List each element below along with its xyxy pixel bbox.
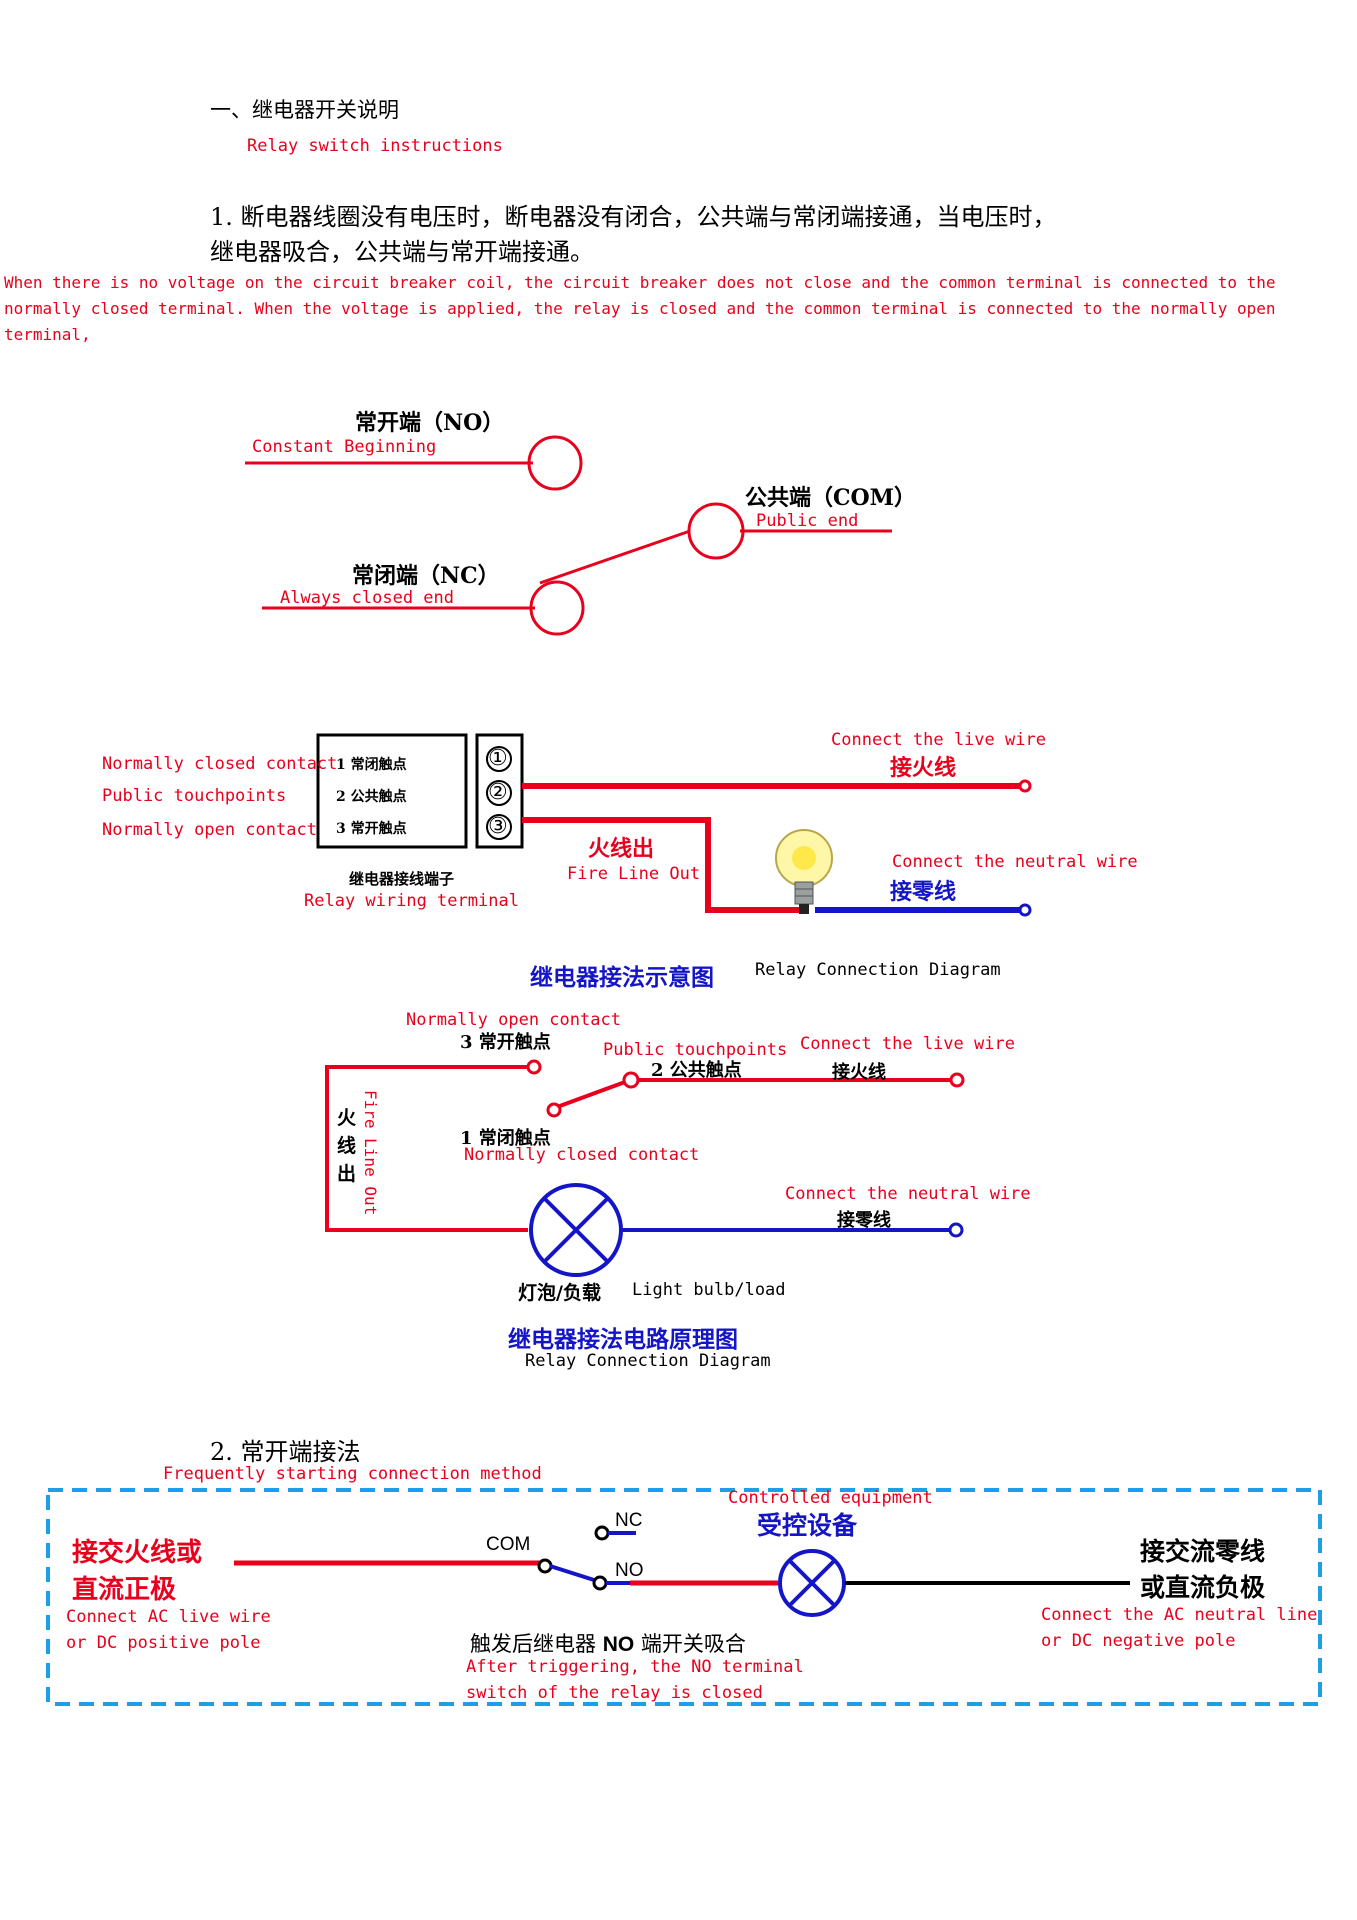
heading-1-en: Relay switch instructions: [247, 136, 503, 156]
left-source-cn-1: 接交火线或: [72, 1538, 203, 1568]
para-1-en-line-1: When there is no voltage on the circuit …: [4, 273, 1276, 292]
no-contact-en: Normally open contact: [102, 820, 317, 840]
diagram-2-title-en: Relay Connection Diagram: [755, 960, 1001, 980]
no-contact-cn-2: 3 常开触点: [460, 1032, 551, 1053]
neutral-wire-cn-2: 接零线: [837, 1210, 891, 1231]
terminal-title-cn: 继电器接线端子: [349, 870, 455, 888]
com-contact-cn-2: 2 公共触点: [651, 1060, 742, 1081]
light-bulb-icon: [775, 829, 833, 914]
terminal-number-1: ①: [488, 746, 508, 771]
no-terminal-label: 常开端（NO）: [355, 410, 505, 436]
com-contact-icon: [687, 502, 745, 560]
controlled-device-cn: 受控设备: [757, 1511, 858, 1540]
diagram-3-title-cn: 继电器接法电路原理图: [508, 1326, 738, 1353]
com-terminal-icon-2: [537, 1558, 553, 1574]
bottom-caption-cn-no: NO: [602, 1633, 635, 1656]
para-1-en-line-2: normally closed terminal. When the volta…: [4, 299, 1276, 318]
left-source-cn-2: 直流正极: [72, 1575, 177, 1605]
para-1-cn-line-1: 1. 断电器线圈没有电压时，断电器没有闭合，公共端与常闭端接通，当电压时，: [210, 203, 1057, 231]
normally-open-wiring-diagram: [46, 1488, 1322, 1706]
terminal-row-3: 3 常开触点: [336, 821, 407, 837]
nc-label: NC: [615, 1510, 643, 1531]
neutral-wire-cn: 接零线: [890, 879, 957, 905]
left-source-en-2: or DC positive pole: [66, 1633, 261, 1653]
fire-out-cn-vertical: 火线出: [337, 1107, 357, 1185]
com-contact-en: Public touchpoints: [102, 786, 287, 806]
heading-2-en: Frequently starting connection method: [163, 1464, 542, 1484]
relay-circuit-schematic: [325, 1059, 965, 1277]
live-wire-cn-2: 接火线: [832, 1062, 886, 1083]
nc-contact-en-2: Normally closed contact: [464, 1145, 700, 1165]
terminal-number-box: [475, 733, 524, 849]
controlled-device-en: Controlled equipment: [728, 1488, 933, 1508]
terminal-number-3: ③: [488, 814, 508, 839]
bottom-caption-cn: 触发后继电器 NO 端开关吸合: [470, 1628, 746, 1658]
no-terminal-icon-2: [592, 1575, 608, 1591]
com-terminal-label: 公共端（COM）: [745, 485, 917, 511]
relay-connection-diagram: [316, 733, 1032, 917]
lamp-load-icon: [529, 1183, 623, 1277]
com-terminal-icon: [622, 1071, 640, 1089]
nc-contact-cn-2: 1 常闭触点: [460, 1128, 551, 1149]
controlled-device-icon: [778, 1549, 846, 1617]
no-contact-icon: [527, 435, 583, 491]
right-return-en-2: or DC negative pole: [1041, 1631, 1236, 1651]
no-terminal-icon: [526, 1059, 542, 1075]
no-contact-en-2: Normally open contact: [406, 1010, 621, 1030]
relay-contacts-diagram: [245, 435, 892, 636]
nc-contact-en: Normally closed contact: [102, 754, 338, 774]
dashed-frame: [46, 1488, 1322, 1706]
diagram-2-title-cn: 继电器接法示意图: [530, 964, 714, 991]
diagram-3-title-en: Relay Connection Diagram: [525, 1351, 771, 1371]
terminal-row-2: 2 公共触点: [336, 789, 407, 805]
bulb-load-cn: 灯泡/负载: [518, 1282, 601, 1304]
fire-out-en-vertical: Fire Line Out: [361, 1090, 380, 1216]
no-label: NO: [615, 1560, 644, 1581]
live-wire-en-2: Connect the live wire: [800, 1034, 1015, 1054]
heading-2: 2. 常开端接法: [210, 1438, 361, 1466]
com-label: COM: [486, 1534, 531, 1555]
neutral-wire-en-2: Connect the neutral wire: [785, 1184, 1031, 1204]
live-wire-cn: 接火线: [890, 755, 957, 781]
neutral-wire-en: Connect the neutral wire: [892, 852, 1138, 872]
terminal-number-2: ②: [488, 780, 508, 805]
para-1-en-line-3: terminal,: [4, 325, 91, 344]
fire-out-cn: 火线出: [588, 836, 655, 862]
no-terminal-en: Constant Beginning: [252, 437, 437, 457]
live-wire-en: Connect the live wire: [831, 730, 1046, 750]
right-return-en-1: Connect the AC neutral line: [1041, 1605, 1318, 1625]
com-contact-en-2: Public touchpoints: [603, 1040, 788, 1060]
right-return-cn-1: 接交流零线: [1140, 1537, 1266, 1566]
nc-terminal-label: 常闭端（NC）: [352, 563, 500, 589]
bottom-caption-en-1: After triggering, the NO terminal: [466, 1657, 804, 1677]
bottom-caption-cn-pre: 触发后继电器: [470, 1632, 603, 1656]
bulb-load-en: Light bulb/load: [632, 1280, 786, 1300]
nc-terminal-icon: [546, 1102, 562, 1118]
bottom-caption-cn-post: 端开关吸合: [634, 1632, 746, 1656]
terminal-label-box: [316, 733, 468, 849]
left-source-en-1: Connect AC live wire: [66, 1607, 271, 1627]
nc-contact-icon: [529, 580, 585, 636]
bottom-caption-en-2: switch of the relay is closed: [466, 1683, 763, 1703]
para-1-cn-line-2: 继电器吸合，公共端与常开端接通。: [210, 238, 594, 266]
right-return-cn-2: 或直流负极: [1140, 1573, 1266, 1602]
fire-out-en: Fire Line Out: [567, 864, 701, 884]
heading-1: 一、继电器开关说明: [210, 98, 399, 122]
nc-terminal-en: Always closed end: [280, 588, 454, 608]
terminal-row-1: 1 常闭触点: [336, 757, 407, 773]
terminal-title-en: Relay wiring terminal: [304, 891, 519, 911]
com-terminal-en: Public end: [756, 511, 859, 531]
nc-terminal-icon-2: [594, 1525, 610, 1541]
